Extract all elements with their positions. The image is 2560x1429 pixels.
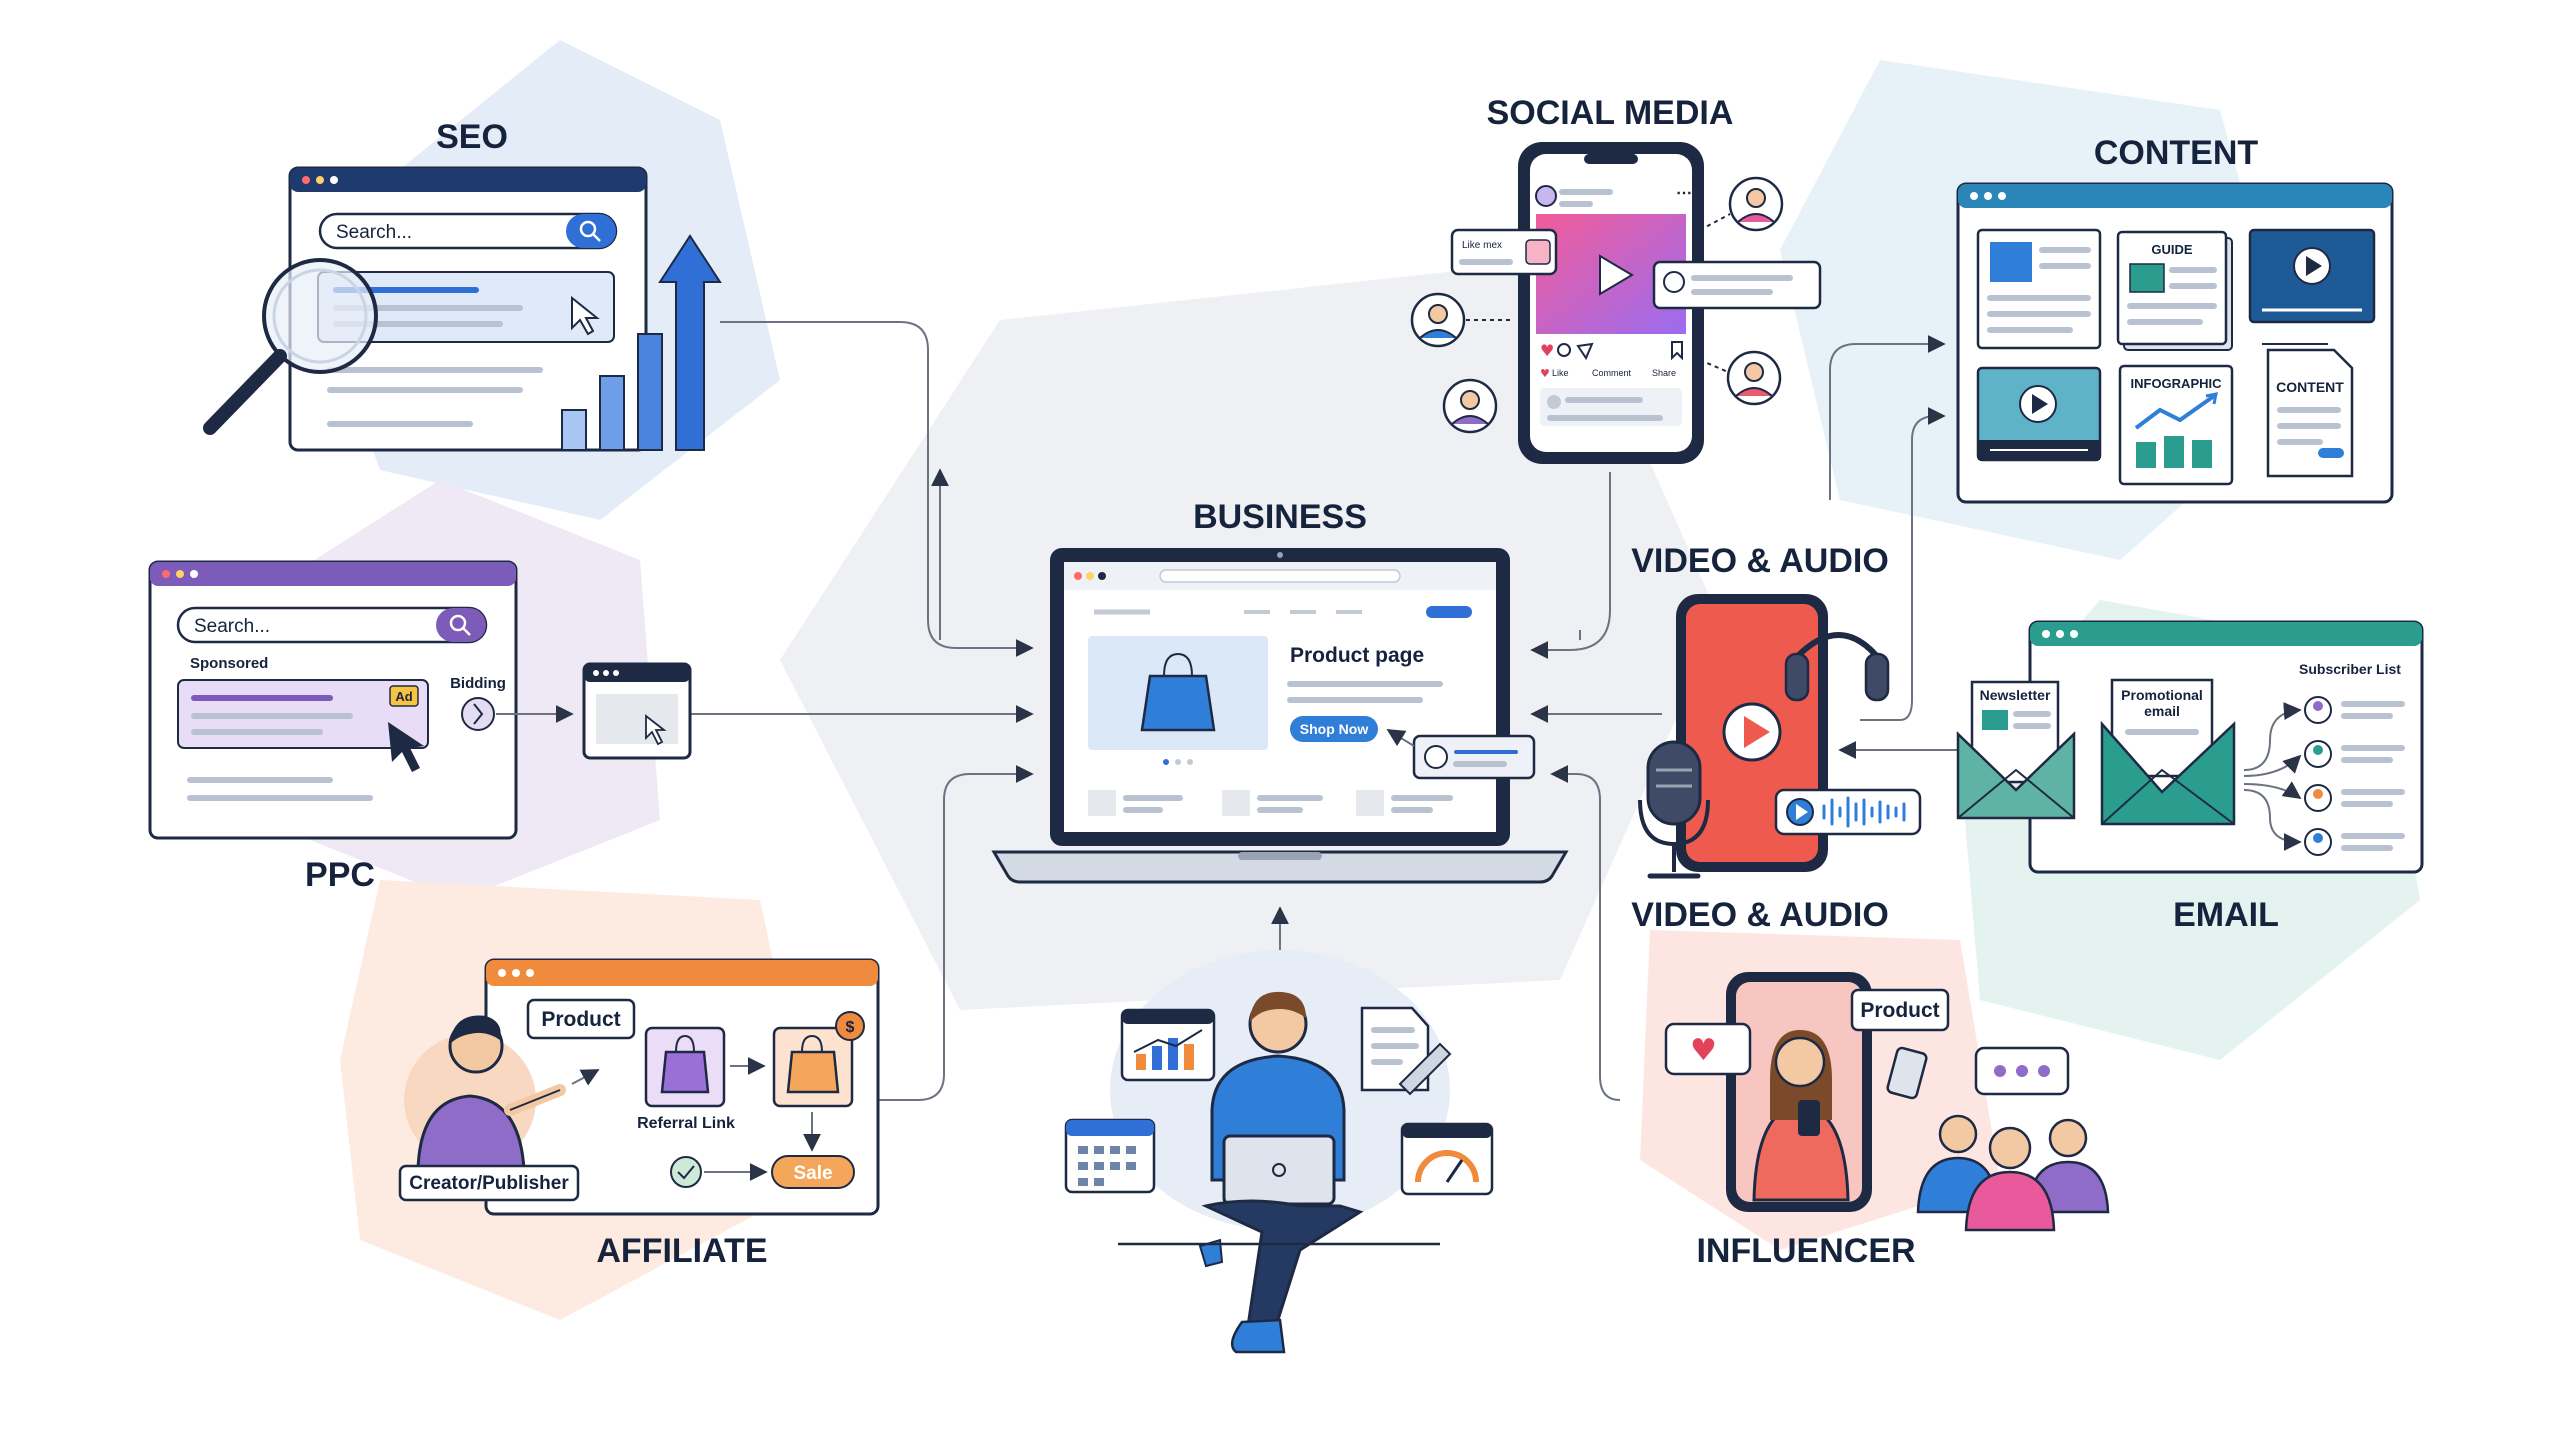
- promotional-title-line2: email: [2144, 703, 2180, 719]
- customer-review-card: [1412, 734, 1536, 780]
- ppc-search-button[interactable]: [436, 608, 486, 642]
- heart-bubble: [1664, 1022, 1752, 1076]
- creator-publisher-tag: [398, 1164, 580, 1202]
- person-with-laptop-icon: [1198, 991, 1364, 1354]
- magnifier-icon: [262, 258, 378, 374]
- influencer-label: INFLUENCER: [1696, 1232, 1915, 1270]
- seo-search-placeholder: Search...: [336, 222, 412, 243]
- check-icon: [670, 1156, 702, 1188]
- headphones-icon: [1784, 632, 1890, 702]
- influencer-product-text: Product: [1860, 999, 1939, 1022]
- laptop-base: [991, 850, 1569, 884]
- follower-avatars: [1410, 176, 1784, 434]
- ad-badge-text: Ad: [395, 689, 412, 704]
- newsletter-envelope-icon: Newsletter: [1956, 680, 2076, 820]
- infographic-title: INFOGRAPHIC: [2131, 376, 2223, 391]
- held-phone-icon: [1886, 1046, 1928, 1100]
- affiliate-product-bubble: [526, 998, 636, 1040]
- guide-title: GUIDE: [2151, 242, 2193, 257]
- creator-person-icon: [416, 1015, 566, 1172]
- business-label: BUSINESS: [1193, 498, 1367, 536]
- click-cursor-icon: [388, 722, 424, 772]
- content-document-title: CONTENT: [2276, 379, 2344, 395]
- bidding-icon: [461, 697, 495, 731]
- product-page-title: Product page: [1290, 644, 1424, 667]
- analytics-person-section: [1064, 991, 1494, 1354]
- referral-link-label: Referral Link: [637, 1115, 735, 1132]
- audience-group-icon: [1916, 1114, 2110, 1232]
- creator-publisher-text: Creator/Publisher: [409, 1173, 569, 1194]
- ppc-label: PPC: [305, 856, 375, 894]
- heart-icon: ♥: [1690, 1033, 1717, 1068]
- sale-badge: [771, 1155, 855, 1189]
- email-label: EMAIL: [2173, 896, 2279, 934]
- pen-icon: [1398, 1042, 1452, 1096]
- affiliate-label: AFFILIATE: [596, 1232, 767, 1270]
- content-section: CONTENT GUIDE INFOGRAPHIC CONTENT: [1956, 134, 2394, 504]
- video-audio-label-bottom: VIDEO & AUDIO: [1631, 896, 1889, 934]
- influencer-section: ♥ Product INFLUENCER: [1664, 972, 2110, 1270]
- email-section: Subscriber List Newsletter Promotional e…: [1956, 620, 2424, 934]
- search-icon: [579, 220, 597, 238]
- play-icon: [1599, 254, 1634, 296]
- comment-bubble: [1652, 260, 1822, 310]
- social-media-label: SOCIAL MEDIA: [1487, 94, 1734, 132]
- shopping-bag-icon: [786, 1050, 840, 1094]
- search-icon: [449, 614, 467, 632]
- subscriber-rows: [2304, 696, 2405, 856]
- svg-text:⋯: ⋯: [1676, 185, 1692, 202]
- influencer-person-icon: [1752, 1030, 1850, 1202]
- video-audio-label-top: VIDEO & AUDIO: [1631, 542, 1889, 580]
- promotional-envelope-icon: Promotional email: [2100, 678, 2236, 826]
- like-action: Like: [1552, 368, 1569, 378]
- affiliate-section: Product Creator/Publisher Referral Link …: [398, 958, 880, 1270]
- business-section: BUSINESS Product page Shop Now: [991, 498, 1569, 884]
- social-media-section: SOCIAL MEDIA ⋯ ♥ ♥ Like Comment Share Li…: [1410, 94, 1822, 482]
- share-action: Share: [1652, 368, 1676, 378]
- svg-text:$: $: [846, 1019, 855, 1036]
- cursor-icon: [645, 714, 667, 746]
- connector-arrows: [690, 321, 1960, 1101]
- subscriber-list-title: Subscriber List: [2299, 661, 2401, 677]
- dollar-icon: [835, 1011, 865, 1041]
- comment-icon: [1557, 343, 1571, 357]
- sale-text: Sale: [793, 1163, 832, 1184]
- ad-badge: [389, 685, 419, 707]
- audio-waveform: [1822, 796, 1906, 828]
- user-icon: [1424, 745, 1448, 769]
- heart-icon: ♥: [1540, 341, 1554, 360]
- ppc-search-placeholder: Search...: [194, 616, 270, 637]
- shopping-bag-icon: [660, 1050, 710, 1094]
- bookmark-icon: [1671, 341, 1683, 361]
- cursor-icon: [571, 295, 600, 336]
- shop-now-button[interactable]: [1290, 716, 1378, 742]
- ppc-section: Search... Sponsored Ad Bidding PPC: [148, 560, 692, 894]
- thumbs-up-icon: [1525, 239, 1551, 265]
- affiliate-product-text: Product: [541, 1008, 620, 1031]
- like-bubble-text: Like mex: [1462, 240, 1502, 251]
- video-audio-section: VIDEO & AUDIO VIDEO & AUDIO: [1631, 542, 1922, 934]
- comment-action: Comment: [1592, 368, 1632, 378]
- seo-section: SEO Search...: [203, 118, 722, 452]
- send-icon: [1576, 342, 1594, 361]
- seo-label: SEO: [436, 118, 508, 156]
- promotional-title-line1: Promotional: [2121, 687, 2203, 703]
- seo-search-button[interactable]: [566, 214, 616, 248]
- microphone-icon: [1638, 740, 1710, 879]
- influencer-product-bubble: [1850, 988, 1950, 1032]
- shopping-bag-icon: [1140, 674, 1216, 732]
- seo-growth-chart-icon: [561, 234, 722, 451]
- ppc-sponsored-label: Sponsored: [190, 655, 268, 672]
- ppc-bidding-label: Bidding: [450, 675, 506, 692]
- content-label: CONTENT: [2094, 134, 2259, 172]
- svg-text:♥: ♥: [1540, 367, 1550, 380]
- shop-now-text: Shop Now: [1300, 721, 1369, 737]
- newsletter-title: Newsletter: [1980, 687, 2051, 703]
